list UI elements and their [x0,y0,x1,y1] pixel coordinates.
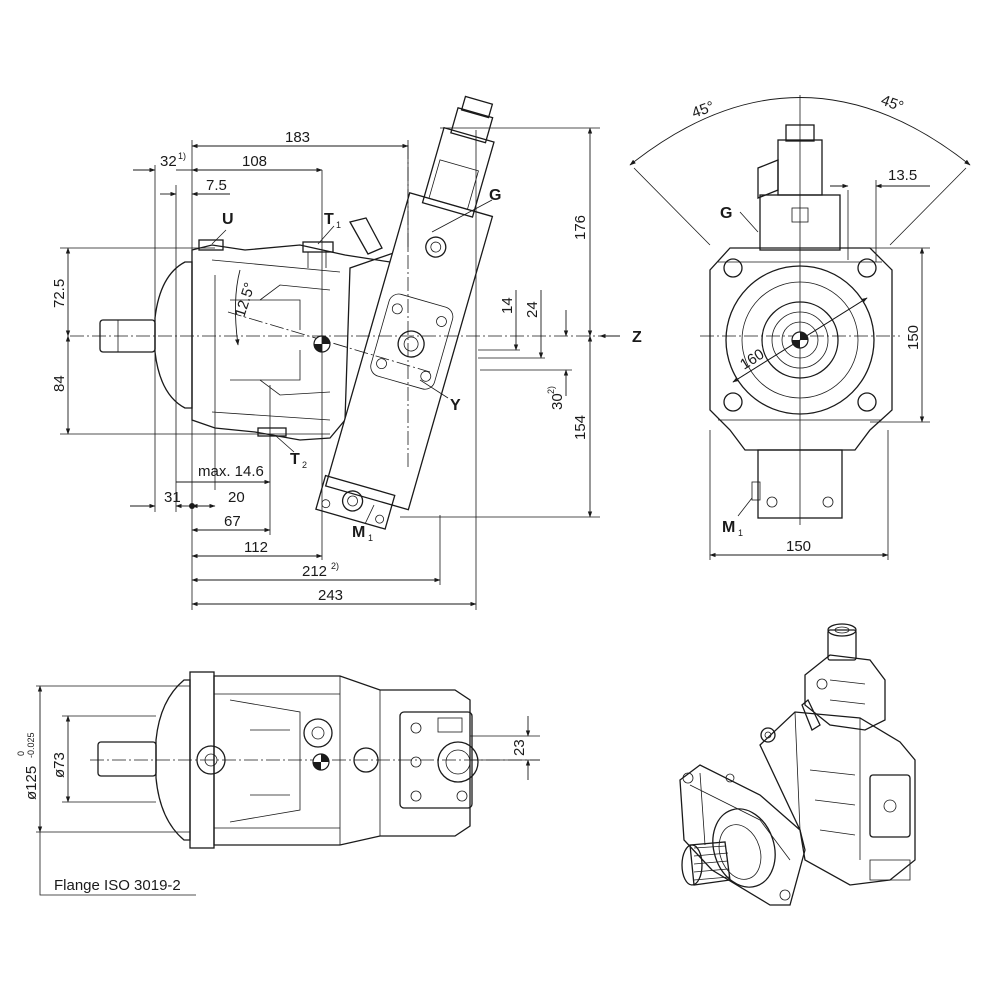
dim-212-note: 2) [331,561,339,571]
front-port-g-label: G [720,205,732,222]
dim-20: 20 [228,489,245,506]
dim-84: 84 [51,375,68,392]
port-y-label: Y [450,397,461,414]
dim-31: 31 [164,489,181,506]
port-g-label: G [489,187,501,204]
top-fitting [349,217,383,255]
dim-154: 154 [572,415,589,440]
top-dim-125-tol-upper: 0 [16,751,26,756]
port-m1-label: M [352,524,365,541]
dim-67: 67 [224,513,241,530]
dim-112: 112 [244,539,268,556]
dim-max-14-6: max. 14.6 [198,463,264,480]
dim-32-note: 1) [178,151,186,161]
top-dim-73: ø73 [51,752,68,778]
port-m1-subscript: 1 [368,533,373,543]
front-port-m1-label: M [722,519,735,536]
port-t2-label: T [290,451,300,468]
dim-14: 14 [499,297,516,314]
dim-32: 32 [160,153,177,170]
control-block [315,95,495,530]
mounting-flange [154,261,193,409]
dim-108: 108 [242,153,267,170]
dim-72-5: 72.5 [51,279,68,308]
top-dim-23: 23 [511,739,528,756]
dim-176: 176 [572,215,589,240]
port-t1-label: T [324,211,334,228]
iso-shaft [689,841,731,886]
dim-24: 24 [524,301,541,318]
top-dim-125: ø125 [23,766,40,800]
front-bottom-block [757,449,843,519]
iso-side-block [869,774,911,838]
front-dim-13-5: 13.5 [888,167,917,184]
front-dim-150-horizontal: 150 [786,538,811,555]
pump-housing [191,244,409,441]
port-t2-boss [257,427,287,437]
top-housing [213,675,471,846]
side-view [60,95,620,610]
port-u-label: U [222,211,234,228]
front-angle-right: 45° [879,92,906,116]
flange-label: Flange ISO 3019-2 [54,877,181,894]
view-z-label: Z [632,329,642,346]
front-angle-left: 45° [690,98,717,122]
front-dim-150-vertical: 150 [905,325,922,350]
top-shaft [97,741,157,777]
dim-212: 212 [302,563,327,580]
isometric-view [679,623,916,906]
iso-housing [759,711,916,886]
dim-243: 243 [318,587,343,604]
dim-183: 183 [285,129,310,146]
port-t2-subscript: 2 [302,460,307,470]
dim-7-5: 7.5 [206,177,227,194]
top-view [36,671,540,896]
top-dim-125-tol-lower: -0.025 [26,732,36,758]
top-center-of-gravity-icon [312,753,330,771]
port-u-boss [198,239,224,251]
front-port-m1-subscript: 1 [738,528,743,538]
dim-30: 30 [549,393,566,410]
front-view [629,95,971,560]
iso-flange [679,764,806,906]
port-t1-subscript: 1 [336,220,341,230]
dim-30-note: 2) [546,386,556,394]
front-body-outline [709,247,893,451]
port-t1-boss [302,241,334,253]
